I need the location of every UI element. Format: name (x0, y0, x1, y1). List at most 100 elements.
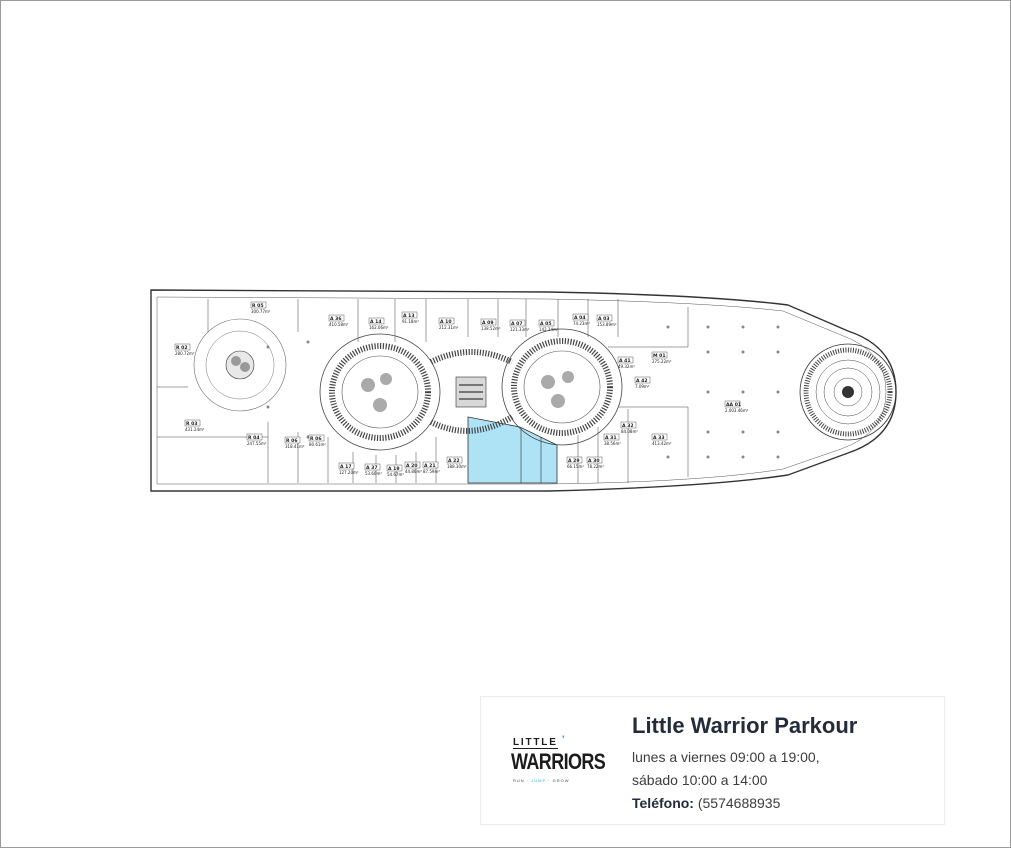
unit-label: A 13 (403, 313, 415, 319)
unit-label: R 06 (286, 438, 298, 444)
unit-label-box (250, 301, 267, 309)
unit-23: A 427.09m² (634, 376, 651, 389)
unit-label-box (184, 419, 201, 427)
store-info-card: LITTLE ❜ WARRIORS RUN · JUMP · GROW Litt… (480, 696, 945, 825)
unit-area: 49.32m² (618, 364, 635, 369)
unit-label: R 06 (310, 436, 322, 442)
right-rotunda (799, 343, 897, 441)
unit-label-box (480, 318, 497, 326)
unit-label-box (724, 400, 741, 408)
unit-label: A 33 (653, 435, 665, 441)
left-plaza (193, 318, 287, 412)
unit-label-box (401, 311, 418, 319)
unit-label-box (538, 319, 555, 327)
unit-label: A 19 (388, 466, 400, 472)
unit-label: M 01 (653, 353, 666, 359)
unit-area: 2,003.46m² (725, 408, 749, 413)
unit-area: 162.06m² (369, 325, 389, 330)
unit-label: R 03 (186, 421, 198, 427)
store-phone[interactable]: Teléfono: (5574688935 (632, 795, 780, 811)
unit-label: A 22 (448, 458, 460, 464)
unit-area: 138.52m² (481, 326, 501, 331)
tagline-jump: JUMP (531, 778, 547, 783)
unit-label: R 02 (176, 345, 188, 351)
unit-label-box (284, 436, 301, 444)
unit-label-box (634, 376, 651, 384)
unit-area: 413.42m² (652, 441, 672, 446)
store-title: Little Warrior Parkour (632, 713, 858, 738)
hours-weekday: lunes a viernes 09:00 a 19:00, (632, 749, 820, 765)
highlighted-store[interactable] (467, 416, 558, 484)
unit-label: A 07 (511, 321, 523, 327)
unit-label-box (174, 343, 191, 351)
unit-label: A 09 (482, 320, 494, 326)
store-hours: lunes a viernes 09:00 a 19:00, sábado 10… (632, 746, 820, 792)
unit-label-box (246, 433, 263, 441)
unit-label: A 37 (366, 465, 378, 471)
unit-area: 153.89m² (597, 322, 617, 327)
unit-area: 212.31m² (439, 325, 459, 330)
unit-label: A 21 (424, 463, 436, 469)
phone-number[interactable]: (5574688935 (697, 795, 781, 811)
unit-label-box (368, 317, 385, 325)
hours-saturday: sábado 10:00 a 14:00 (632, 772, 768, 788)
unit-label: A 10 (440, 319, 452, 325)
unit-label: A 31 (605, 435, 617, 441)
unit-label: A 29 (568, 458, 580, 464)
unit-area: 87.59m² (423, 469, 440, 474)
unit-label-box (328, 314, 345, 322)
unit-label-box (422, 461, 439, 469)
unit-area: 127.20m² (339, 470, 359, 475)
unit-area: 142.24m² (539, 327, 559, 332)
unit-area: 66.15m² (567, 464, 584, 469)
unit-label-box (446, 456, 463, 464)
unit-label: R 05 (252, 303, 264, 309)
unit-area: 247.55m² (247, 441, 267, 446)
unit-area: 280.72m² (175, 351, 195, 356)
unit-label: A 20 (406, 463, 418, 469)
unit-area: 38.56m² (604, 441, 621, 446)
unit-label: AA 01 (726, 402, 741, 408)
unit-area: 318.41m² (285, 444, 305, 449)
unit-label-box (651, 351, 668, 359)
logo-line-1: LITTLE (513, 737, 558, 749)
unit-label-box (596, 314, 613, 322)
unit-label: A 36 (330, 316, 342, 322)
unit-label: A 41 (619, 358, 631, 364)
unit-area: 431.24m² (185, 427, 205, 432)
logo-line-2: WARRIORS (511, 748, 606, 774)
unit-label: A 04 (574, 315, 586, 321)
unit-area: 121.33m² (510, 327, 530, 332)
unit-area: 84.08m² (621, 429, 638, 434)
unit-label-box (620, 421, 637, 429)
unit-label: A 30 (588, 458, 600, 464)
little-warriors-logo: LITTLE ❜ WARRIORS RUN · JUMP · GROW (511, 734, 606, 787)
logo-figure-icon: ❜ (562, 734, 565, 744)
unit-area: 80.61m² (309, 442, 326, 447)
unit-label-box (438, 317, 455, 325)
unit-area: 44.86m² (405, 469, 422, 474)
unit-label: A 32 (622, 423, 634, 429)
unit-label-box (364, 463, 381, 471)
